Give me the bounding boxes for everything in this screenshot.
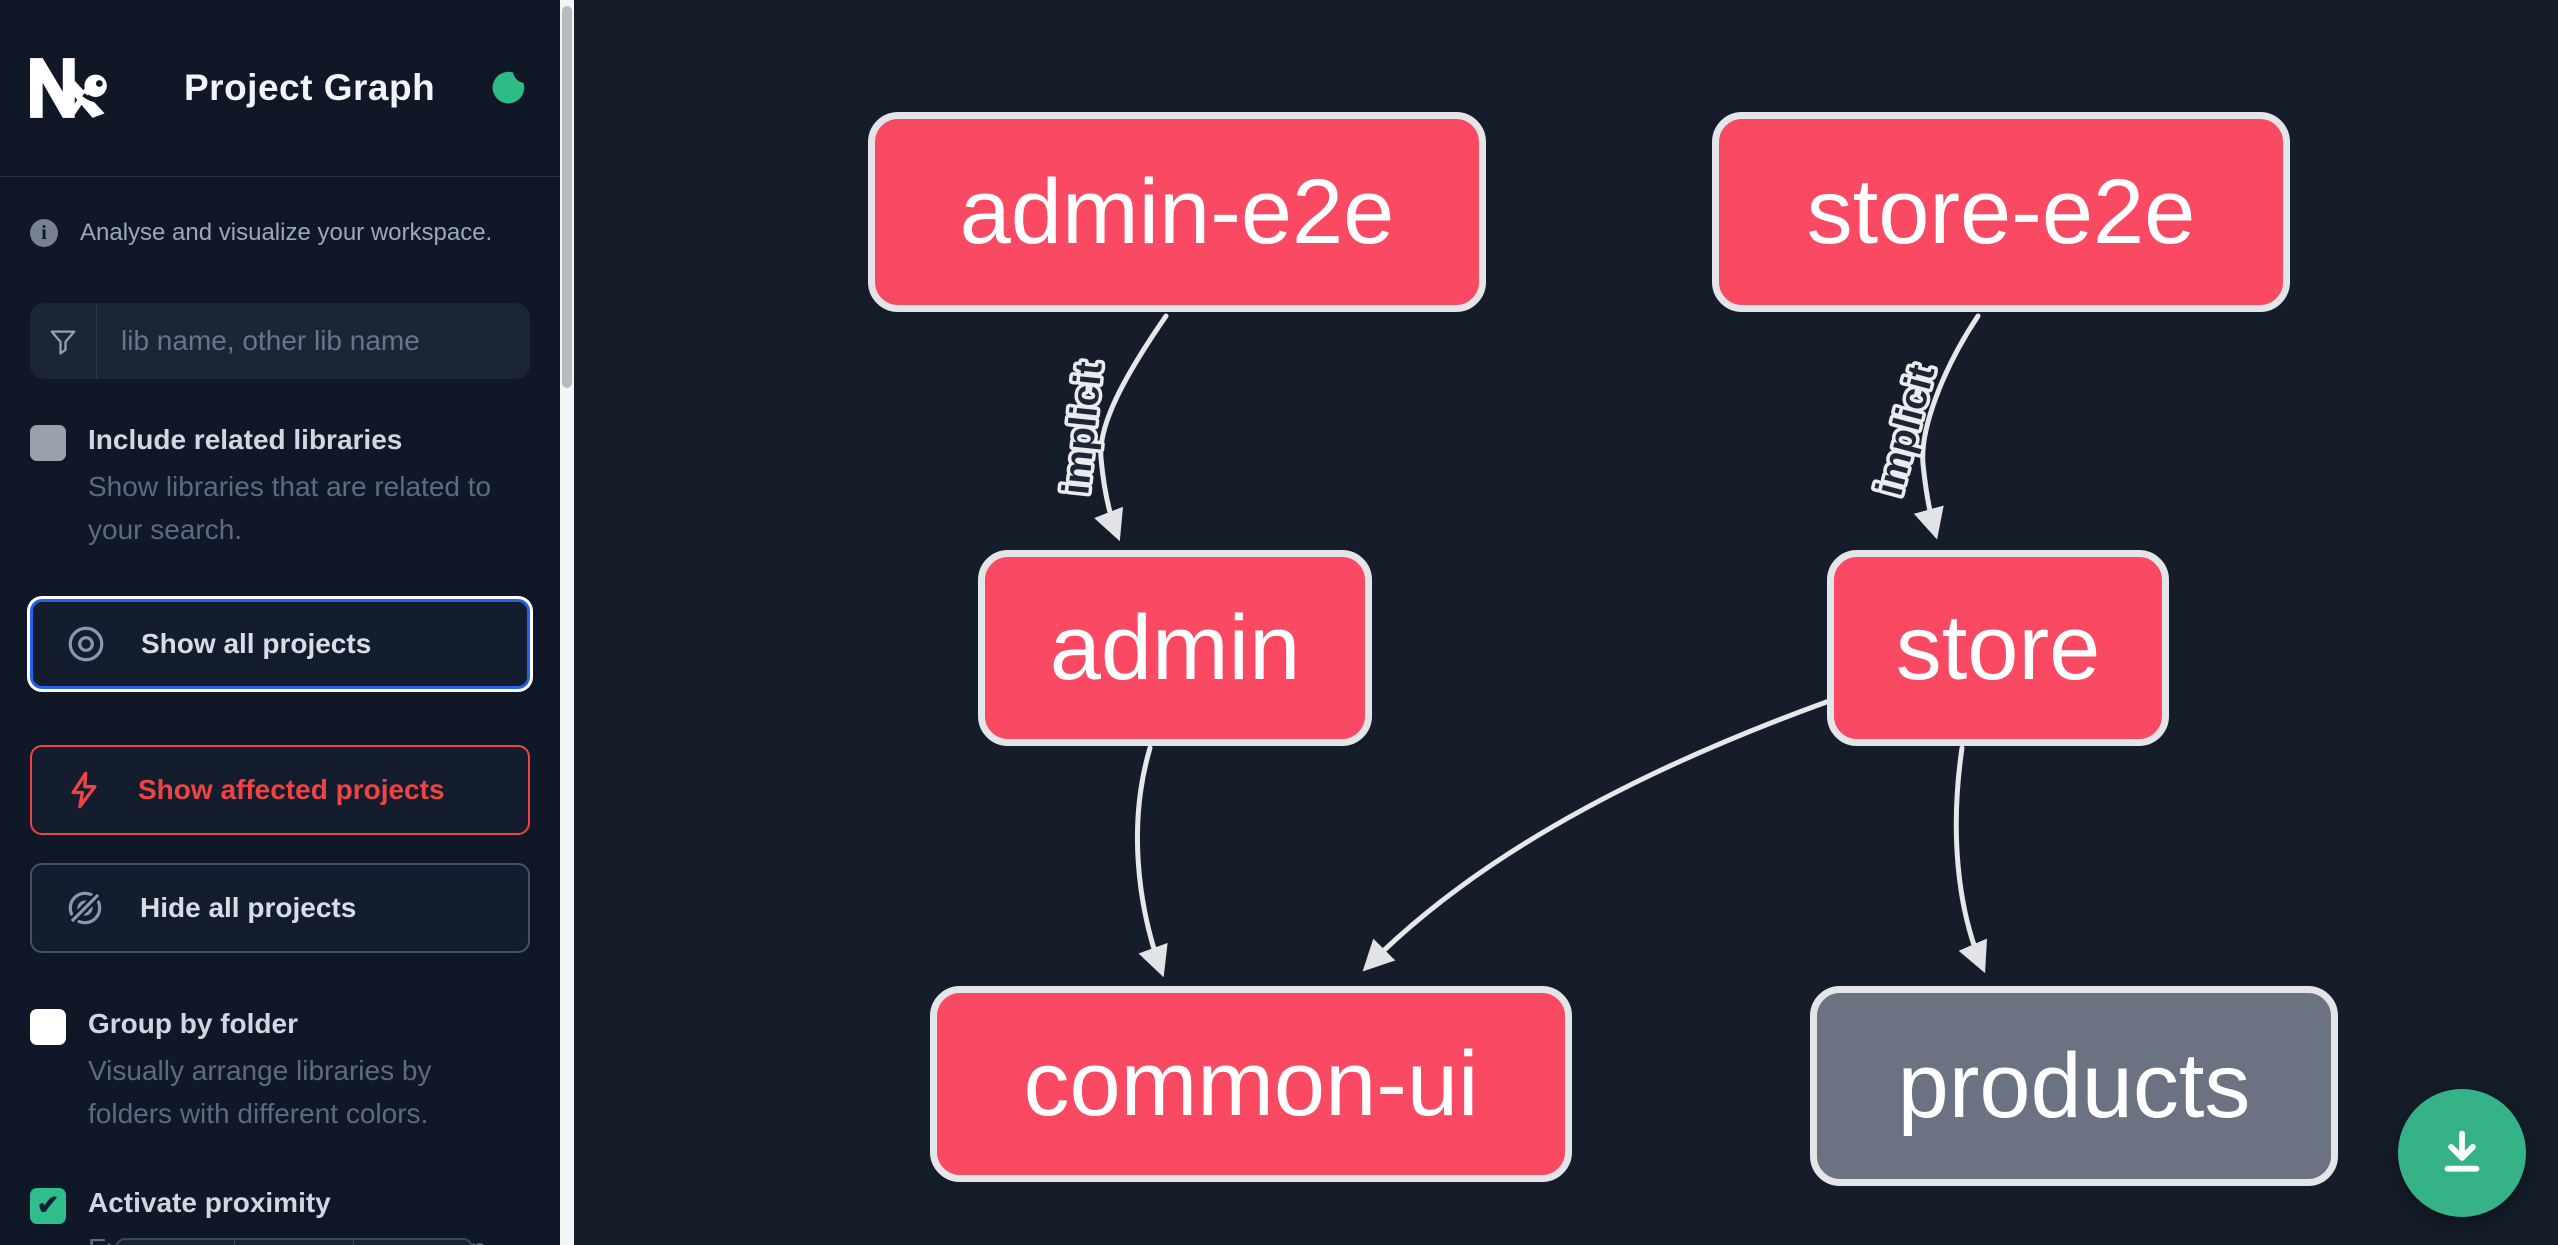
info-icon: i (30, 219, 58, 247)
node-label: admin-e2e (959, 160, 1395, 263)
project-node-common-ui[interactable]: common-ui (930, 986, 1572, 1182)
project-node-admin-e2e[interactable]: admin-e2e (868, 112, 1486, 312)
button-label: Hide all projects (140, 892, 357, 924)
stepper-segment[interactable] (235, 1240, 354, 1245)
include-related-checkbox[interactable] (30, 425, 66, 461)
project-node-admin[interactable]: admin (978, 550, 1372, 746)
sidebar: Project Graph i Analyse and visualize yo… (0, 0, 560, 1245)
page-title: Project Graph (184, 67, 436, 108)
download-icon (2444, 1130, 2480, 1172)
project-node-products[interactable]: products (1810, 986, 2338, 1186)
show-affected-projects-button[interactable]: Show affected projects (30, 745, 530, 836)
lightning-bolt-icon (71, 772, 97, 809)
proximity-depth-stepper[interactable] (115, 1238, 473, 1245)
scrollbar-thumb[interactable] (562, 6, 572, 388)
node-label: store (1895, 596, 2101, 699)
checkbox-description: Visually arrange libraries by folders wi… (88, 1054, 432, 1130)
stepper-segment[interactable] (117, 1240, 236, 1245)
eye-icon (68, 627, 104, 662)
edge-store-common-ui (1362, 697, 1835, 972)
sidebar-scrollbar[interactable] (560, 0, 574, 1245)
include-related-row: Include related libraries Show libraries… (0, 423, 560, 551)
show-all-projects-button[interactable]: Show all projects (30, 599, 530, 690)
funnel-icon-cell (30, 303, 97, 379)
group-by-folder-checkbox[interactable] (30, 1009, 66, 1046)
checkbox-description: Show libraries that are related to your … (88, 470, 492, 545)
edge-label-implicit: implicit (1868, 360, 1943, 500)
button-label: Show all projects (141, 628, 372, 660)
checkbox-label: Activate proximity (88, 1186, 331, 1218)
node-label: admin (1049, 596, 1301, 699)
filter-icon (50, 330, 76, 355)
eye-off-icon (67, 890, 103, 927)
check-icon: ✔ (36, 1190, 60, 1221)
edge-store-products (1953, 745, 1988, 974)
group-by-folder-row: Group by folder Visually arrange librari… (0, 1007, 560, 1135)
nx-logo (30, 58, 110, 118)
workspace-info: i Analyse and visualize your workspace. (0, 219, 560, 247)
dark-mode-toggle[interactable] (486, 66, 530, 110)
filter-search-box (30, 303, 530, 379)
sidebar-header: Project Graph (0, 0, 560, 177)
moon-icon (492, 71, 525, 104)
node-label: common-ui (1023, 1032, 1479, 1135)
node-label: store-e2e (1806, 160, 2196, 263)
edge-admin-common-ui (1134, 745, 1168, 978)
stepper-segment[interactable] (354, 1240, 471, 1245)
edge-admin-e2e-admin (1094, 313, 1169, 542)
search-input[interactable] (97, 303, 530, 379)
info-text: Analyse and visualize your workspace. (80, 219, 493, 246)
edge-store-e2e-store (1913, 313, 1981, 540)
activate-proximity-checkbox[interactable]: ✔ (30, 1187, 66, 1224)
project-node-store-e2e[interactable]: store-e2e (1712, 112, 2290, 312)
export-image-button[interactable] (2398, 1089, 2526, 1217)
checkbox-label: Group by folder (88, 1008, 298, 1040)
node-label: products (1897, 1034, 2251, 1137)
hide-all-projects-button[interactable]: Hide all projects (30, 863, 530, 954)
button-label: Show affected projects (138, 774, 445, 806)
activate-proximity-row: ✔ Activate proximity Explore connected l… (0, 1186, 560, 1245)
project-node-store[interactable]: store (1827, 550, 2169, 746)
checkbox-label: Include related libraries (88, 424, 403, 455)
